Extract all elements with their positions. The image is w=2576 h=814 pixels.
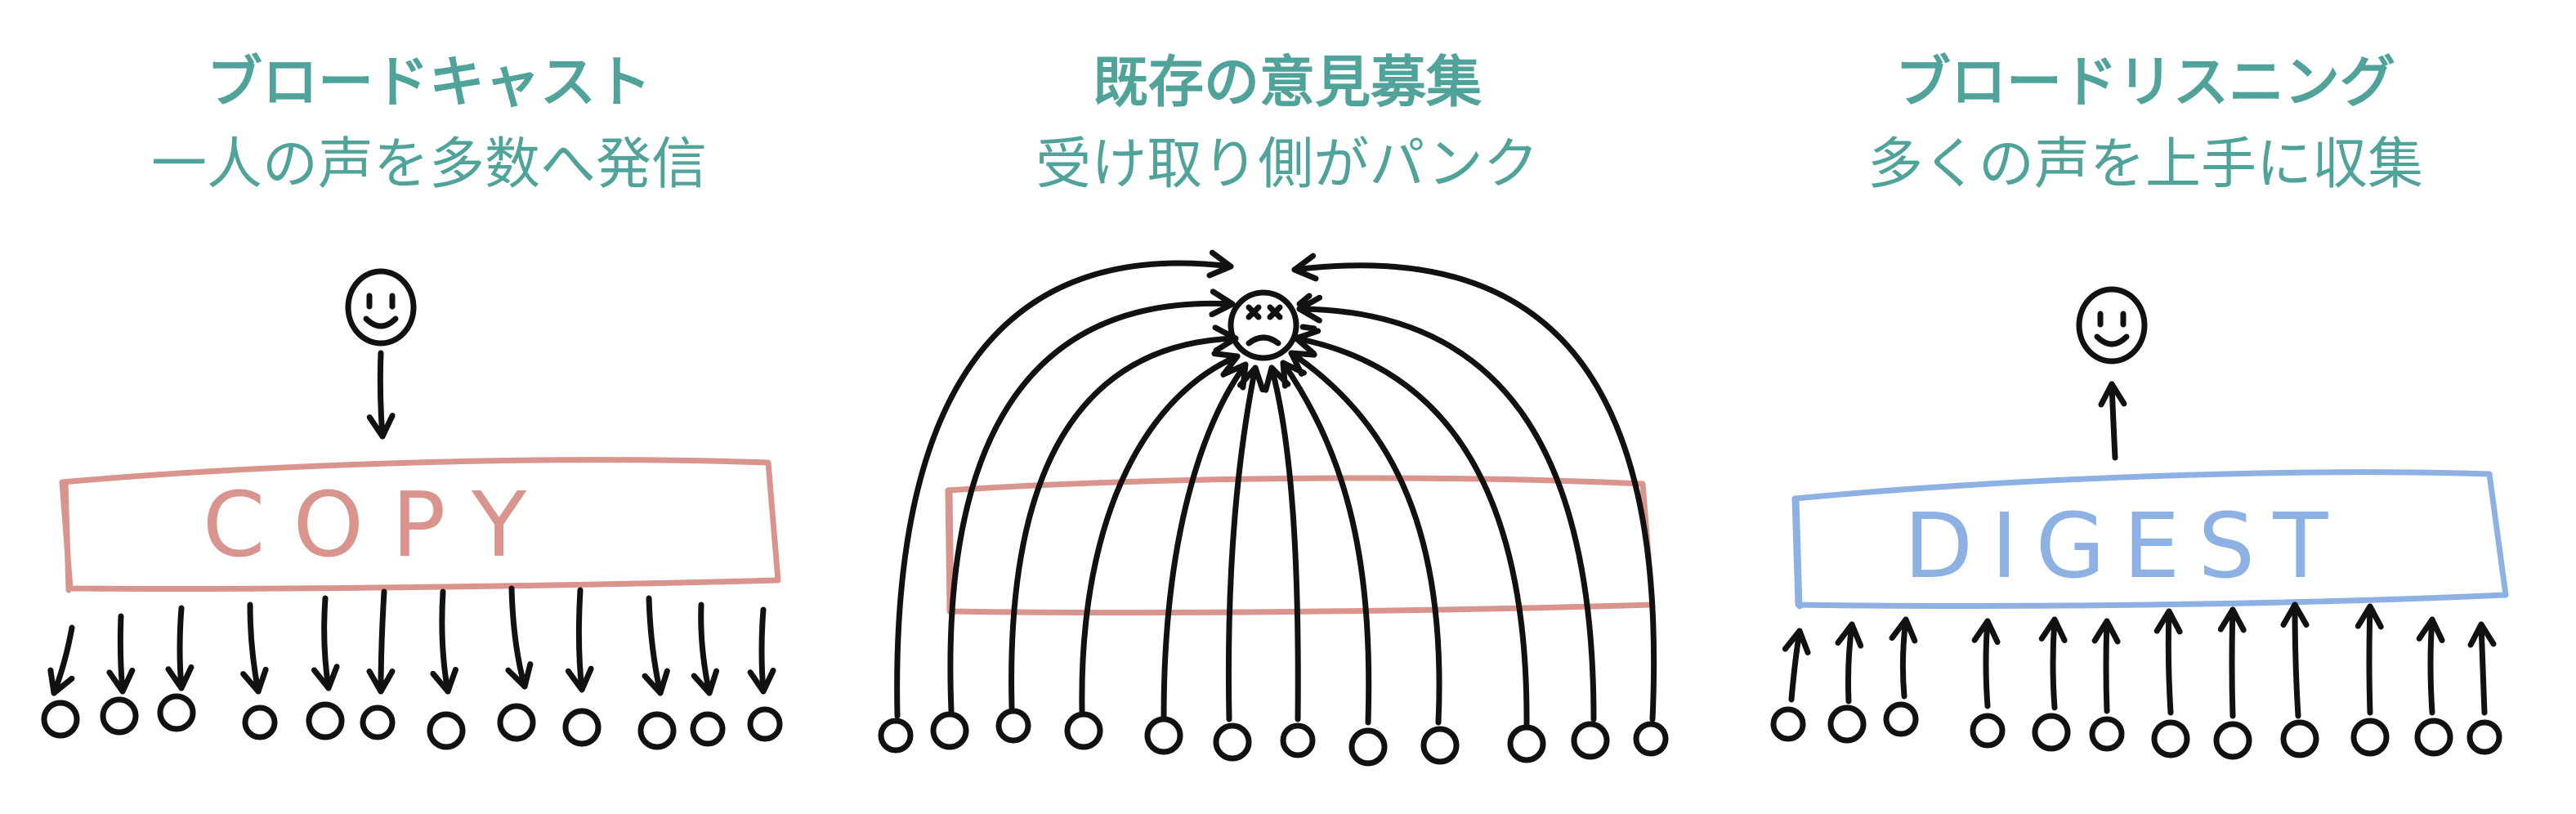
panel-existing-survey: 既存の意見募集 受け取り側がパンク [858, 0, 1716, 814]
receiver-circles [41, 693, 783, 750]
copy-box-label: COPY [203, 472, 555, 577]
panel-title: ブロードリスニング [1894, 51, 2395, 115]
voice-circles [878, 708, 1669, 767]
digest-box [1791, 469, 2509, 610]
output-arrow [2098, 381, 2127, 461]
smiley-face-icon [345, 268, 417, 347]
panel-subtitle: 受け取り側がパンク [1035, 132, 1539, 197]
panel-title: ブロードキャスト [206, 51, 651, 115]
input-arrows [1782, 602, 2497, 719]
unprocessed-box [945, 475, 1656, 616]
digest-box-label: DIGEST [1904, 494, 2346, 598]
voice-circles [1770, 701, 2502, 760]
overload-diagram [878, 249, 1669, 767]
output-arrows [47, 585, 776, 696]
input-arrow [366, 350, 396, 440]
panel-subtitle: 一人の声を多数へ発信 [150, 132, 707, 197]
dizzy-face-icon [1228, 289, 1317, 361]
smiley-face-icon [2076, 286, 2148, 365]
panel-broad-listening: ブロードリスニング 多くの声を上手に収集 DIGEST [1716, 0, 2574, 814]
copy-box [59, 457, 781, 593]
broadcast-diagram: COPY [41, 268, 783, 750]
broad-listening-diagram: DIGEST [1770, 286, 2509, 760]
panel-broadcast: ブロードキャスト 一人の声を多数へ発信 COPY [0, 0, 858, 814]
panel-title: 既存の意見募集 [1092, 51, 1482, 115]
panel-subtitle: 多くの声を上手に収集 [1867, 132, 2423, 197]
incoming-arrows [894, 249, 1657, 729]
